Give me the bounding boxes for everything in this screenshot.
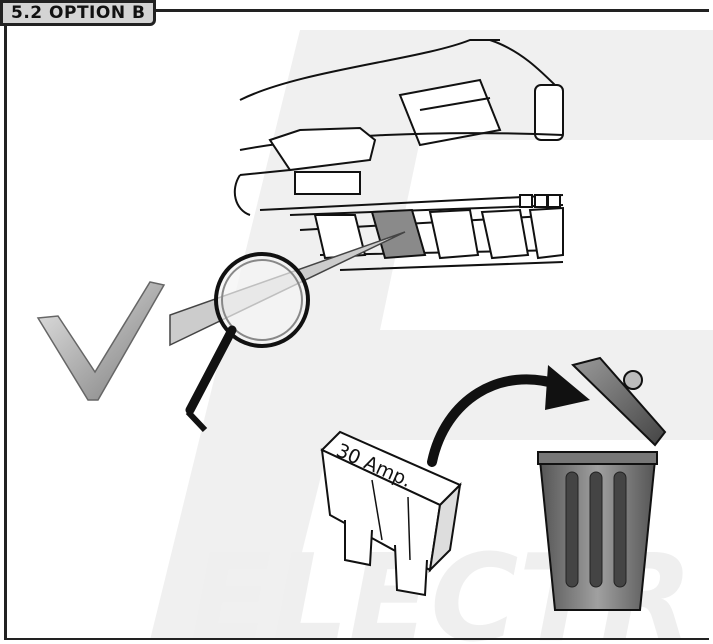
content-frame	[4, 9, 709, 640]
section-title: 5.2 OPTION B	[0, 0, 156, 26]
